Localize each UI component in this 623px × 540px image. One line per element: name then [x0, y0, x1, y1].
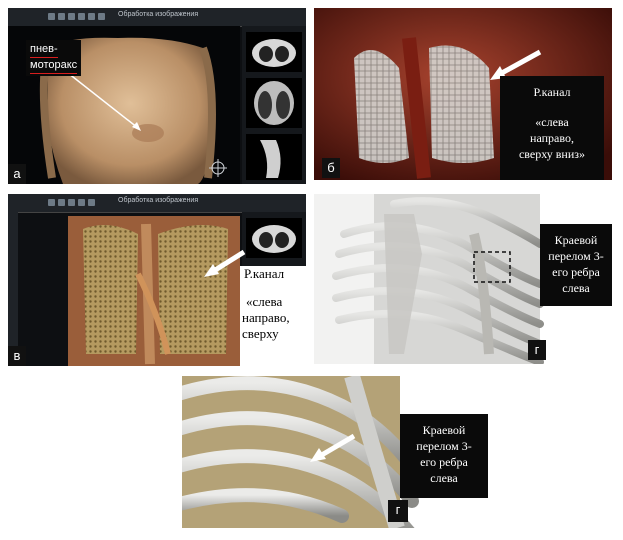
tool-icon[interactable]	[68, 13, 75, 20]
tool-icon[interactable]	[78, 199, 85, 206]
fracture-line: перелом 3-	[416, 439, 472, 453]
tool-icon[interactable]	[48, 199, 55, 206]
torso-render	[8, 26, 306, 184]
direction-line: направо,	[530, 131, 574, 145]
panel-a: Обработка изображения	[8, 8, 306, 184]
channel-label: Р.канал «слева направо, сверху	[240, 266, 306, 366]
fracture-line: Краевой	[554, 233, 598, 247]
tool-icon[interactable]	[68, 199, 75, 206]
direction-line: «слева	[535, 115, 569, 129]
channel-label: Р.канал «слева направо, сверху вниз»	[500, 76, 604, 180]
fracture-label: Краевой перелом 3- его ребра слева	[540, 224, 612, 306]
tool-icon[interactable]	[88, 13, 95, 20]
callout-label: пнев- моторакс	[26, 40, 82, 76]
panel-letter: в	[8, 346, 26, 366]
fracture-line: слева	[430, 471, 458, 485]
direction-line: направо,	[242, 310, 290, 325]
toolbar-title: Обработка изображения	[118, 11, 199, 18]
fracture-line: Краевой	[422, 423, 466, 437]
panel-letter: г	[388, 500, 408, 522]
panel-v: Обработка изображения Р.канал «слева	[8, 194, 306, 366]
fracture-line: слева	[562, 281, 590, 295]
direction-line: сверху	[242, 326, 279, 341]
rib-cage-render	[314, 194, 544, 364]
panel-letter: г	[528, 340, 546, 360]
panel-b: Р.канал «слева направо, сверху вниз» б	[314, 8, 612, 180]
callout-line: моторакс	[30, 58, 78, 74]
fracture-label: Краевой перелом 3- его ребра слева	[400, 414, 488, 498]
tool-icon[interactable]	[98, 13, 105, 20]
fracture-line: его ребра	[552, 265, 600, 279]
direction-line: «слева	[246, 294, 283, 309]
panel-letter: б	[322, 158, 340, 178]
tool-icon[interactable]	[78, 13, 85, 20]
channel-title: Р.канал	[244, 266, 285, 281]
tool-icon[interactable]	[48, 13, 55, 20]
toolbar: Обработка изображения	[8, 194, 306, 213]
tool-icon[interactable]	[58, 13, 65, 20]
channel-title: Р.канал	[533, 85, 571, 99]
toolbar-title: Обработка изображения	[118, 197, 199, 204]
panel-letter: а	[8, 164, 26, 184]
fracture-line: перелом 3-	[548, 249, 604, 263]
fracture-line: его ребра	[420, 455, 468, 469]
panel-g1: Краевой перелом 3- его ребра слева г	[314, 194, 612, 364]
panel-g2: Краевой перелом 3- его ребра слева г	[182, 376, 500, 528]
tool-icon[interactable]	[58, 199, 65, 206]
tool-icon[interactable]	[88, 199, 95, 206]
direction-line: сверху вниз»	[518, 147, 586, 161]
callout-line: пнев-	[30, 42, 58, 58]
